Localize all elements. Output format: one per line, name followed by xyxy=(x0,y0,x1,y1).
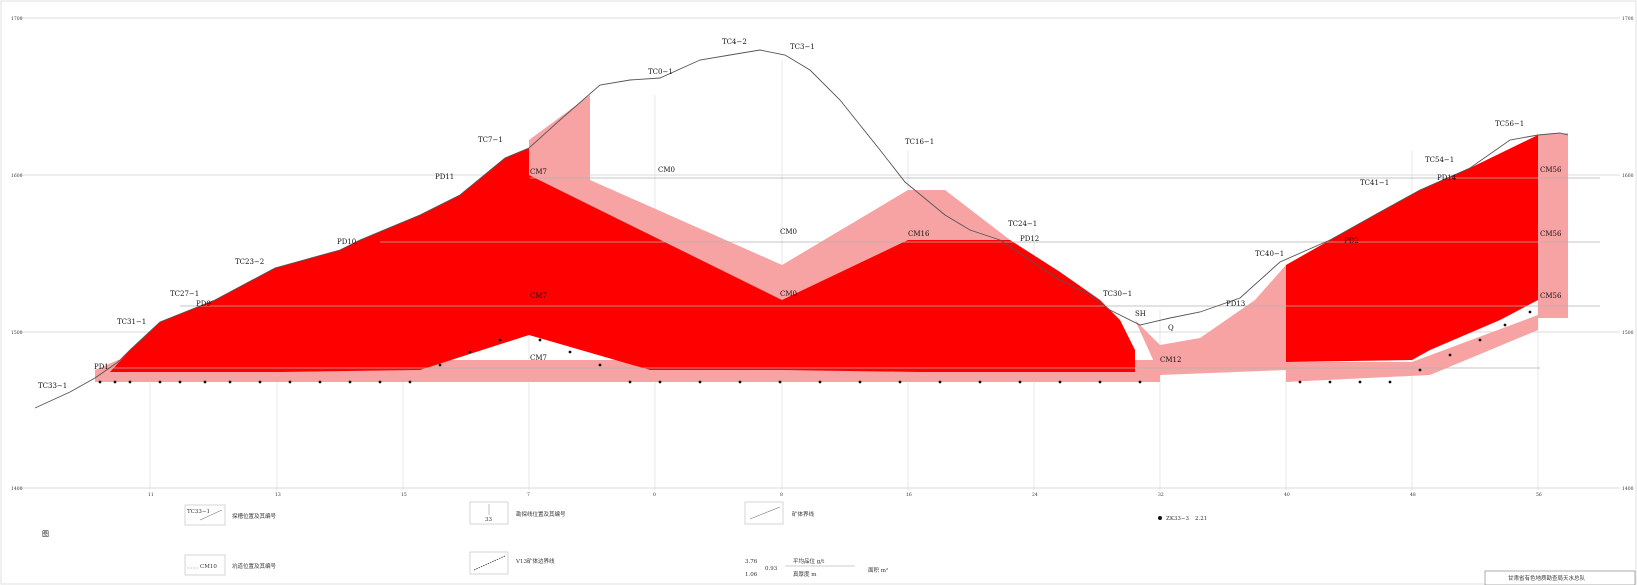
adit-levels xyxy=(110,177,1600,369)
zone-label: SH xyxy=(1135,310,1146,318)
x-tick: 48 xyxy=(1410,492,1416,498)
trench-label: TC56−1 xyxy=(1495,120,1524,128)
drift-label: PD9 xyxy=(196,300,211,308)
title-block: 甘肃省有色地质勘查局天水总队 xyxy=(1484,570,1636,585)
level-label: CM16 xyxy=(908,230,930,238)
ore-bodies xyxy=(110,135,1538,372)
drift-label: PD10 xyxy=(337,238,356,246)
level-label: CM56 xyxy=(1540,230,1562,238)
x-tick: 56 xyxy=(1536,492,1542,498)
trench-label: TC41−1 xyxy=(1360,179,1389,187)
legend-box-label: 33 xyxy=(485,517,492,523)
ore-body-main xyxy=(110,148,1135,372)
level-label: CM0 xyxy=(658,166,675,174)
trench-label: TC7−1 xyxy=(478,136,503,144)
x-tick: 40 xyxy=(1284,492,1290,498)
legend-drill-text: ZK33−3 xyxy=(1166,516,1190,522)
x-tick: 16 xyxy=(906,492,912,498)
level-label: CM0 xyxy=(780,290,797,298)
legend-trench-label: TC33−1 xyxy=(187,509,210,515)
x-tick: 32 xyxy=(1158,492,1164,498)
drift-label: PD13 xyxy=(1226,300,1245,308)
right-axis-1500: 1500 xyxy=(1622,330,1634,336)
trench-label: TC54−1 xyxy=(1425,156,1454,164)
drift-label: PD12 xyxy=(1020,235,1039,243)
level-label: CM12 xyxy=(1160,356,1181,364)
legend-sample-a: 3.76 xyxy=(745,559,758,565)
trench-label: TC23−2 xyxy=(235,258,264,266)
legend-ore-boundary-text: V13矿体边界线 xyxy=(515,557,555,565)
legend-trench-text: 探槽位置及其编号 xyxy=(232,512,277,520)
legend-sample-c: 1.06 xyxy=(745,572,758,578)
ore-body-right xyxy=(1286,135,1538,362)
legend-swatch-trench xyxy=(184,504,226,526)
drill-symbol-icon xyxy=(1158,516,1162,520)
legend-sample-b: 0.93 xyxy=(765,566,778,572)
level-label: CM7 xyxy=(530,292,547,300)
trench-label: TC3−1 xyxy=(790,43,815,51)
trench-label: TC30−1 xyxy=(1103,290,1132,298)
right-axis: 1700 1600 1500 1400 xyxy=(1622,16,1634,492)
x-tick: 11 xyxy=(148,492,154,498)
trench-label: TC31−1 xyxy=(117,318,146,326)
legend-adit-label: CM10 xyxy=(200,564,217,570)
trench-label: TC27−1 xyxy=(170,290,199,298)
level-label: CM7 xyxy=(530,168,547,176)
trench-label: TC4−2 xyxy=(722,38,747,46)
legend-mark: 图 xyxy=(42,530,49,538)
drift-label: PD2 xyxy=(1344,237,1359,245)
x-tick: 0 xyxy=(653,492,656,498)
legend-swatch-line xyxy=(469,501,509,525)
terrain-profile xyxy=(34,49,1569,409)
left-axis-1400: 1400 xyxy=(11,486,23,492)
legend-boundary-text: 矿体界线 xyxy=(792,510,815,518)
sample-points xyxy=(98,310,1532,384)
legend-swatch-boundary xyxy=(744,501,784,525)
trench-label: TC0−1 xyxy=(648,68,673,76)
left-axis-1600: 1600 xyxy=(11,173,23,179)
left-axis-1700: 1700 xyxy=(11,16,23,22)
level-label: CM56 xyxy=(1540,166,1562,174)
x-axis: 11 13 15 7 0 8 16 24 32 40 48 56 xyxy=(148,492,1542,498)
left-axis-1500: 1500 xyxy=(11,330,23,336)
trench-label: TC16−1 xyxy=(905,138,934,146)
level-labels: CM0 CM0 CM0 CM7 CM7 CM7 CM16 CM56 CM56 C… xyxy=(530,166,1562,364)
x-tick: 15 xyxy=(401,492,407,498)
left-axis: 1700 1600 1500 1400 xyxy=(11,16,23,492)
legend-area-text: 面积 m² xyxy=(868,567,888,574)
x-tick: 8 xyxy=(780,492,783,498)
x-tick: 7 xyxy=(527,492,530,498)
level-label: CM0 xyxy=(780,228,797,236)
legend-swatch-adit xyxy=(184,554,226,576)
zone-label: Q xyxy=(1168,324,1174,332)
level-label: CM56 xyxy=(1540,292,1562,300)
legend-grade-text: 平均品位 g/t xyxy=(793,557,825,565)
drift-label: PD11 xyxy=(435,173,454,181)
right-axis-1700: 1700 xyxy=(1622,16,1634,22)
legend-drill-vals: 2.21 xyxy=(1195,516,1207,522)
right-axis-1400: 1400 xyxy=(1622,486,1634,492)
right-axis-1600: 1600 xyxy=(1622,173,1634,179)
trench-label: TC24−1 xyxy=(1008,220,1037,228)
trench-label: TC33−1 xyxy=(38,382,67,390)
drift-label: PD14 xyxy=(1437,174,1457,182)
level-label: CM7 xyxy=(530,354,547,362)
drift-labels: PD1 PD9 PD10 PD11 PD12 PD13 PD2 PD14 xyxy=(94,173,1457,371)
x-tick: 13 xyxy=(275,492,281,498)
trench-labels: TC33−1 TC31−1 TC27−1 TC23−2 TC7−1 TC0−1 … xyxy=(38,38,1524,390)
legend: 图 TC33−1 探槽位置及其编号 CM10 坑道位置及其编号 33 勘探线位置… xyxy=(42,501,1207,578)
trench-label: TC40−1 xyxy=(1255,250,1284,258)
x-tick: 24 xyxy=(1032,492,1038,498)
legend-box-text: 勘探线位置及其编号 xyxy=(516,510,566,518)
legend-thick-text: 真厚度 m xyxy=(793,570,817,578)
legend-swatch-ore-boundary xyxy=(469,551,509,575)
legend-adit-text: 坑道位置及其编号 xyxy=(232,562,277,570)
drift-label: PD1 xyxy=(94,363,109,371)
title-block-text: 甘肃省有色地质勘查局天水总队 xyxy=(1508,574,1586,582)
